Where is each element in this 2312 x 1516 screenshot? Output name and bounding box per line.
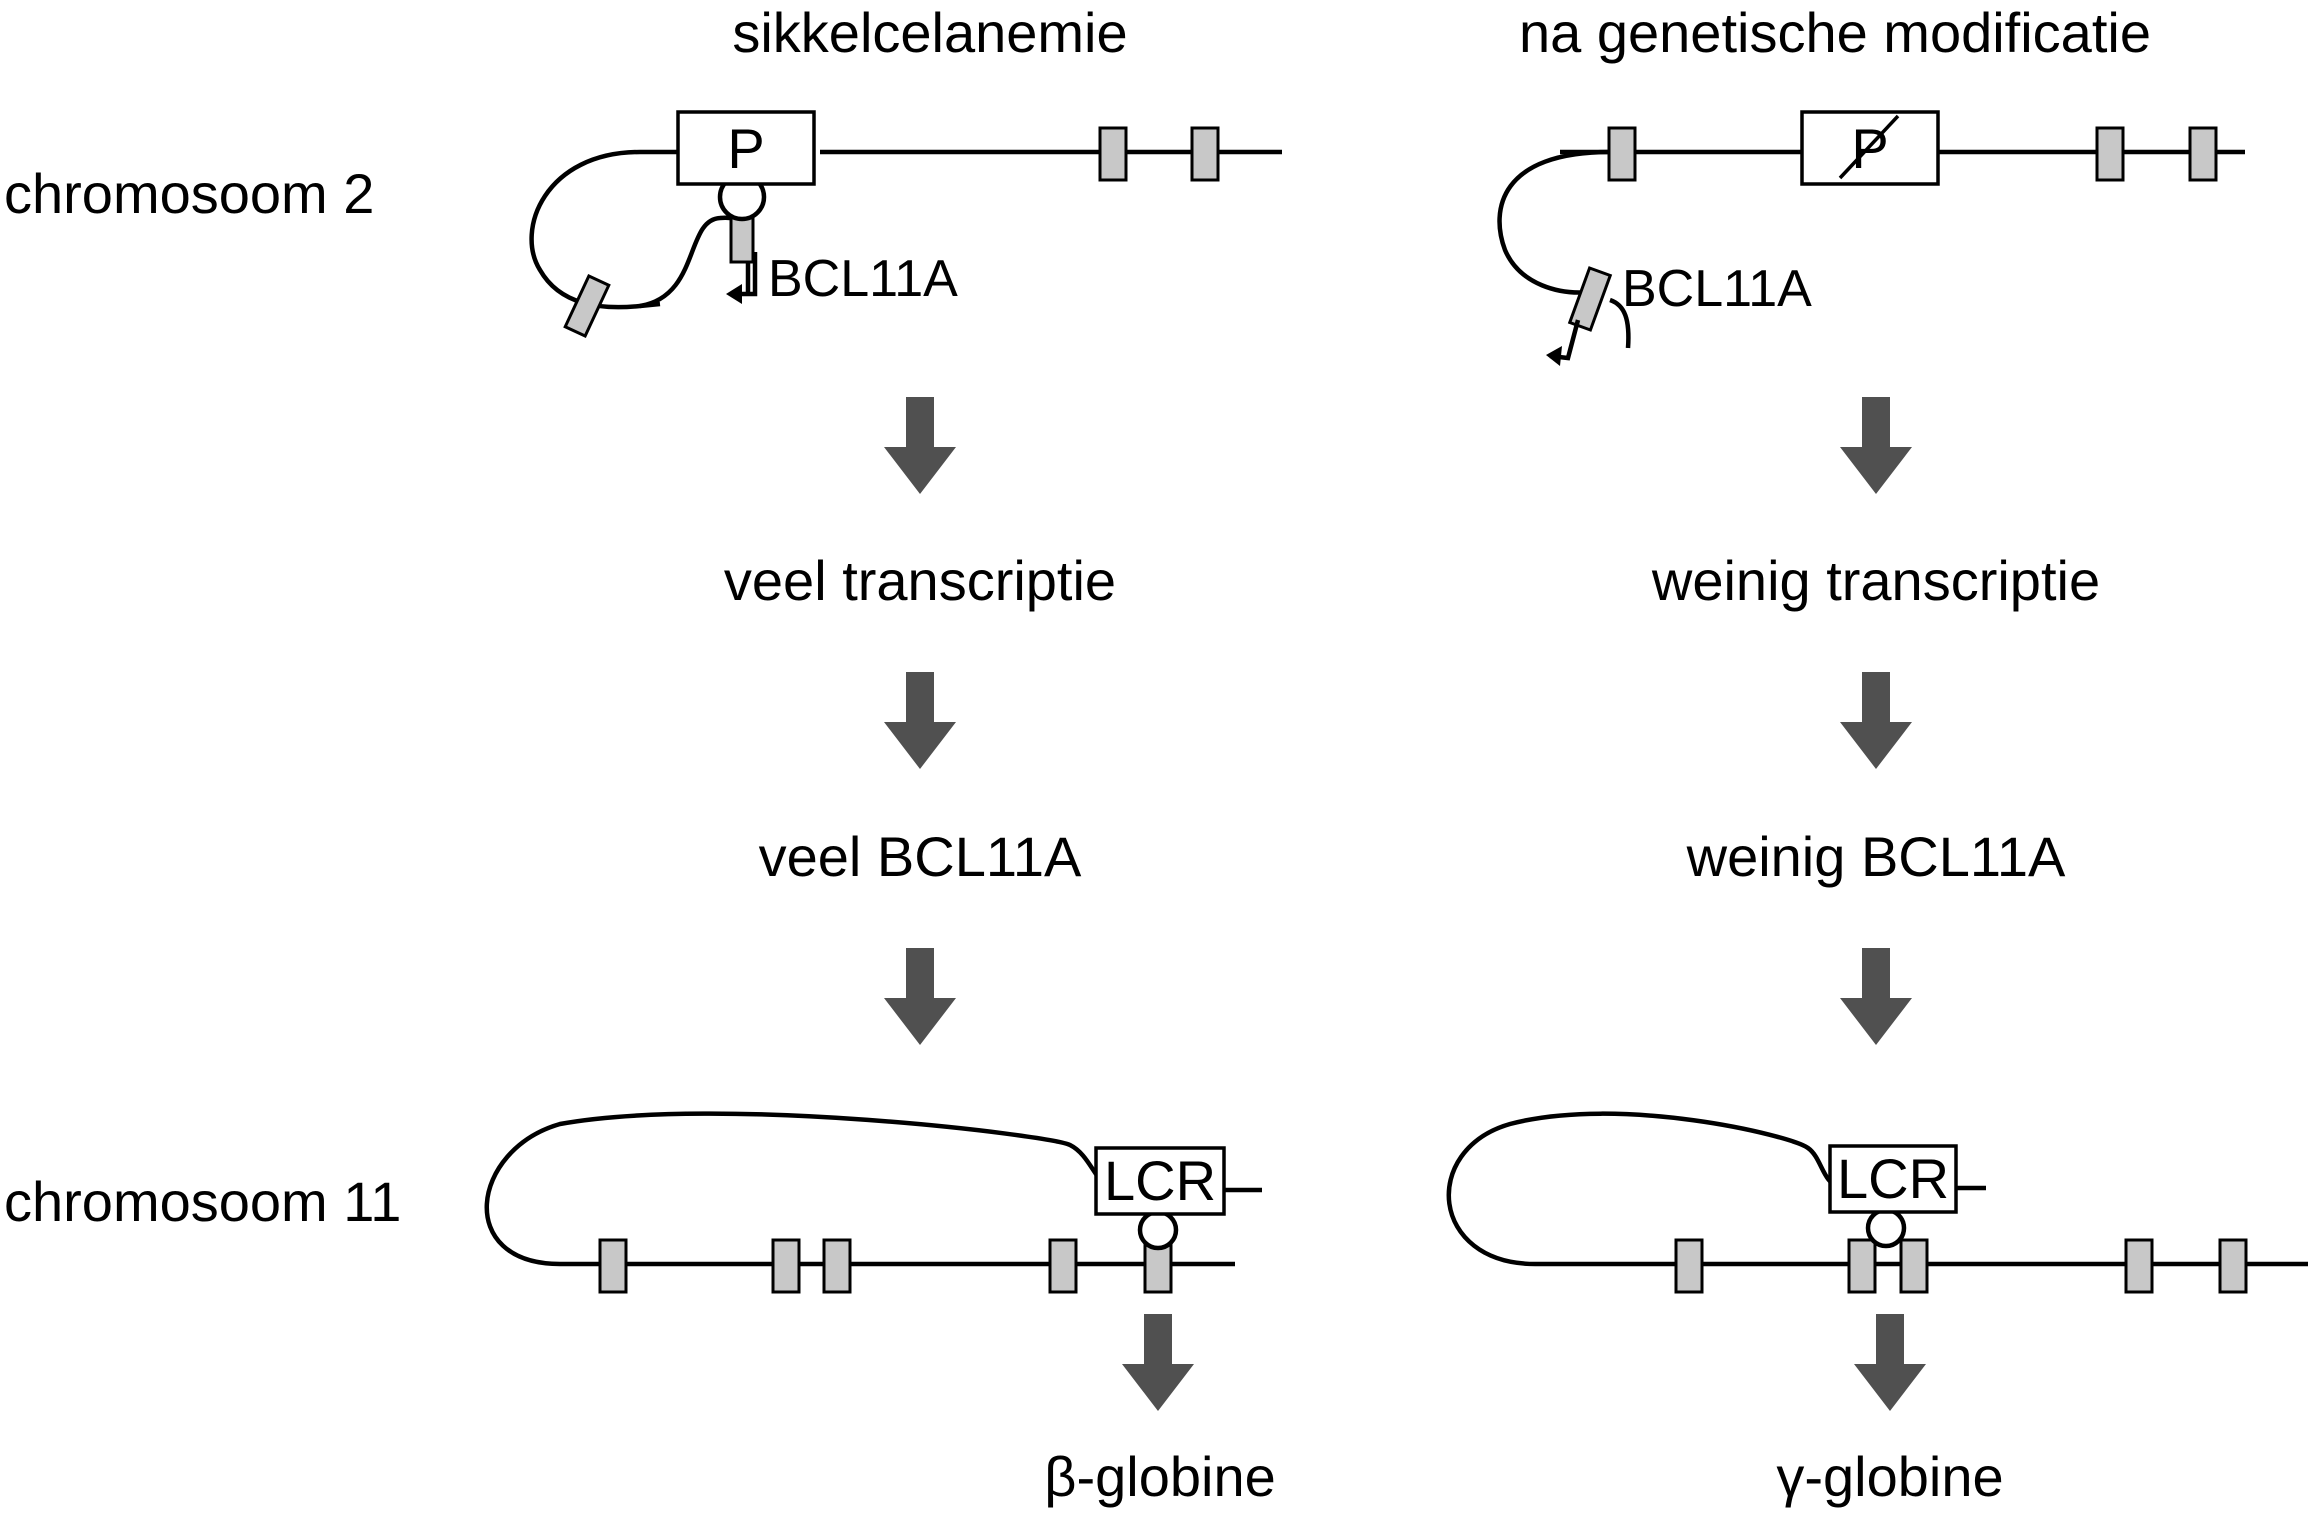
right-transcription-arrowhead xyxy=(1546,346,1562,366)
right-chr11-gene-block-3 xyxy=(1899,1238,1929,1294)
right-arrow-3 xyxy=(1840,948,1912,1045)
right-bcl11a-gene xyxy=(1567,266,1613,332)
row-label-chromosome-11: chromosoom 11 xyxy=(4,1170,401,1233)
right-chr2-tail xyxy=(1609,297,1631,349)
right-chr11-gene-block-4 xyxy=(2124,1238,2154,1294)
left-promoter-label: P xyxy=(727,117,764,180)
left-arrow-product xyxy=(1122,1314,1194,1411)
right-gene-label: BCL11A xyxy=(1622,260,1812,318)
right-chr2-gene-block-2 xyxy=(2095,126,2125,182)
left-lcr-label: LCR xyxy=(1104,1149,1216,1212)
right-promoter-label: P xyxy=(1851,117,1888,180)
left-arrow-1 xyxy=(884,397,956,494)
left-chr11-gene-block-1 xyxy=(598,1238,628,1294)
right-chr2-loop xyxy=(1497,149,1611,295)
right-arrow-1 xyxy=(1840,397,1912,494)
left-chromosome-2: P BCL11A xyxy=(529,110,1282,339)
left-chr2-loop xyxy=(529,149,680,310)
left-step-transcription: veel transcriptie xyxy=(724,549,1116,612)
left-arrow-3 xyxy=(884,948,956,1045)
right-chr11-binding-circle xyxy=(1865,1207,1907,1249)
right-chromosome-11: LCR γ-globine xyxy=(1446,1111,2308,1508)
right-lcr-label: LCR xyxy=(1837,1147,1949,1210)
right-chr2-gene-block-3 xyxy=(2188,126,2218,182)
right-chr11-gene-block-1 xyxy=(1674,1238,1704,1294)
right-chr2-gene-block-1 xyxy=(1607,126,1637,182)
left-chr11-binding-circle xyxy=(1137,1209,1179,1251)
left-lcr-box xyxy=(1094,1146,1226,1216)
right-product-label: γ-globine xyxy=(1776,1445,2003,1508)
right-arrow-2 xyxy=(1840,672,1912,769)
right-chr11-gene-block-5 xyxy=(2218,1238,2248,1294)
left-chr11-gene-block-2 xyxy=(771,1238,801,1294)
left-product-label: β-globine xyxy=(1044,1445,1275,1508)
left-arrow-2 xyxy=(884,672,956,769)
left-step-bcl11a: veel BCL11A xyxy=(759,825,1082,888)
row-label-chromosome-2: chromosoom 2 xyxy=(4,162,374,225)
right-gamma-globin-gene xyxy=(1847,1238,1877,1294)
right-flow: weinig transcriptie weinig BCL11A xyxy=(1651,397,2100,1045)
right-step-transcription: weinig transcriptie xyxy=(1651,549,2100,612)
left-chr11-gene-block-3 xyxy=(822,1238,852,1294)
left-flow: veel transcriptie veel BCL11A xyxy=(724,397,1116,1045)
right-step-bcl11a: weinig BCL11A xyxy=(1686,825,2066,888)
heading-left: sikkelcelanemie xyxy=(732,1,1127,64)
right-promoter-strikethrough xyxy=(1838,114,1900,180)
left-chromosome-11: LCR β-globine xyxy=(484,1111,1276,1508)
right-lcr-box xyxy=(1828,1144,1958,1214)
right-chromosome-2: P BCL11A xyxy=(1497,110,2245,366)
left-chr11-gene-block-4 xyxy=(1048,1238,1078,1294)
right-chr11-loop xyxy=(1446,1111,2308,1267)
left-transcription-arrowhead xyxy=(726,284,742,304)
left-chr2-gene-block-3 xyxy=(563,273,611,339)
left-gene-label: BCL11A xyxy=(768,250,958,308)
left-chr2-gene-block-2 xyxy=(1190,126,1220,182)
heading-right: na genetische modificatie xyxy=(1519,1,2151,64)
right-arrow-product xyxy=(1854,1314,1926,1411)
left-chr2-gene-block-1 xyxy=(1098,126,1128,182)
left-promoter-box xyxy=(676,110,816,186)
left-chr11-loop xyxy=(484,1111,1235,1267)
